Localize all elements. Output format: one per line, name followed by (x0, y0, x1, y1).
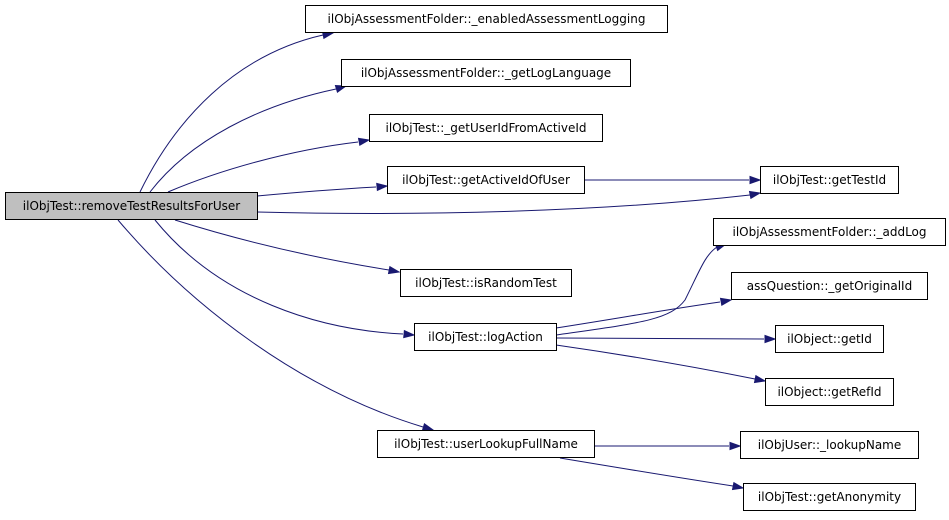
edge-line (256, 186, 377, 197)
node-remove-test-results-for-user[interactable]: ilObjTest::removeTestResultsForUser (5, 192, 258, 220)
arrowhead-icon (749, 175, 762, 185)
node-label-add-log: ilObjAssessmentFolder::_addLog (732, 225, 926, 239)
node-label-get-log-language: ilObjAssessmentFolder::_getLogLanguage (361, 66, 611, 80)
edge-line (139, 34, 324, 193)
edge-log_action-to-add_log (555, 243, 728, 336)
edge-line (555, 301, 721, 329)
node-label-root: ilObjTest::removeTestResultsForUser (23, 199, 240, 213)
node-label-log-action: ilObjTest::logAction (428, 330, 543, 344)
edge-line (555, 344, 756, 380)
node-object-get-id[interactable]: ilObject::getId (775, 325, 884, 353)
node-label-object-get-refid: ilObject::getRefId (777, 385, 881, 399)
node-user-lookup-full-name[interactable]: ilObjTest::userLookupFullName (377, 430, 595, 458)
node-lookup-name[interactable]: ilObjUser::_lookupName (740, 431, 919, 459)
node-get-original-id[interactable]: assQuestion::_getOriginalId (731, 272, 928, 300)
edge-root-to-user_lookup_fullname (117, 219, 435, 432)
node-label-get-testid: ilObjTest::getTestId (773, 173, 886, 187)
arrowhead-icon (376, 182, 389, 192)
edge-user_lookup_fullname-to-lookup_name (594, 441, 742, 451)
arrowhead-icon (729, 441, 742, 451)
edge-root-to-get_activeid_of_user (256, 182, 389, 197)
node-get-activeid-of-user[interactable]: ilObjTest::getActiveIdOfUser (387, 166, 585, 194)
node-add-log[interactable]: ilObjAssessmentFolder::_addLog (713, 218, 946, 246)
edge-user_lookup_fullname-to-get_anonymity (559, 457, 745, 491)
edge-line (559, 457, 734, 487)
edge-log_action-to-object_get_refid (555, 344, 767, 384)
edge-line (149, 88, 337, 193)
edge-log_action-to-object_get_id (555, 334, 777, 344)
arrowhead-icon (719, 297, 733, 307)
arrowhead-icon (731, 481, 745, 491)
edge-line (154, 219, 404, 335)
node-object-get-refid[interactable]: ilObject::getRefId (765, 378, 894, 406)
arrowhead-icon (764, 334, 777, 344)
node-log-action[interactable]: ilObjTest::logAction (414, 323, 557, 351)
node-label-get-original-id: assQuestion::_getOriginalId (747, 279, 912, 293)
edge-line (167, 141, 359, 193)
node-get-log-language[interactable]: ilObjAssessmentFolder::_getLogLanguage (341, 59, 631, 87)
edge-root-to-is_random_test (174, 219, 401, 275)
edge-get_activeid_of_user-to-get_testid (584, 175, 762, 185)
edge-line (117, 219, 424, 428)
node-enabled-assessment-logging[interactable]: ilObjAssessmentFolder::_enabledAssessmen… (305, 5, 668, 33)
edge-root-to-get_log_language (149, 84, 348, 193)
arrowhead-icon (357, 137, 371, 147)
edge-root-to-log_action (154, 219, 416, 339)
node-label-get-anonymity: ilObjTest::getAnonymity (758, 490, 901, 504)
edge-line (174, 219, 390, 271)
arrowhead-icon (421, 422, 435, 432)
node-get-anonymity[interactable]: ilObjTest::getAnonymity (743, 483, 916, 511)
edge-line (256, 194, 751, 214)
node-label-get-activeid-of-user: ilObjTest::getActiveIdOfUser (402, 173, 570, 187)
arrowhead-icon (334, 84, 348, 94)
arrowhead-icon (403, 329, 416, 339)
edge-line (555, 337, 765, 340)
arrowhead-icon (753, 374, 767, 384)
node-label-object-get-id: ilObject::getId (787, 332, 872, 346)
arrowhead-icon (748, 190, 762, 200)
node-label-is-random-test: ilObjTest::isRandomTest (415, 276, 557, 290)
call-edges (117, 30, 777, 491)
edge-log_action-to-get_original_id (555, 297, 733, 329)
edge-root-to-get_testid (256, 190, 762, 214)
node-label-user-lookup-full-name: ilObjTest::userLookupFullName (394, 437, 578, 451)
node-is-random-test[interactable]: ilObjTest::isRandomTest (400, 269, 572, 297)
arrowhead-icon (387, 265, 401, 275)
node-label-enabled-logging: ilObjAssessmentFolder::_enabledAssessmen… (328, 12, 646, 26)
node-label-lookup-name: ilObjUser::_lookupName (758, 438, 902, 452)
node-get-userid-from-activeid[interactable]: ilObjTest::_getUserIdFromActiveId (369, 114, 603, 142)
node-get-testid[interactable]: ilObjTest::getTestId (760, 166, 899, 194)
node-label-get-userid-from-activeid: ilObjTest::_getUserIdFromActiveId (386, 121, 587, 135)
edge-root-to-get_userid_from_activeid (167, 137, 371, 193)
edge-line (555, 246, 718, 336)
